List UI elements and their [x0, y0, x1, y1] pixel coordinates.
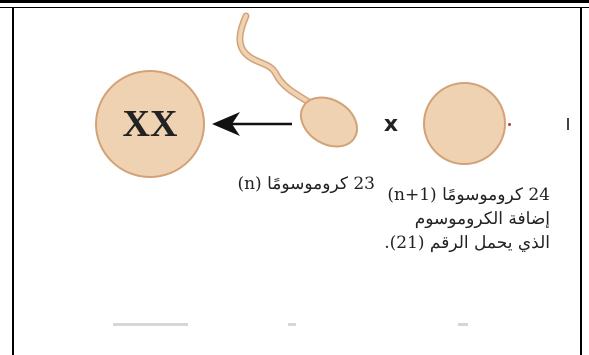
- faint-mark-3: [458, 323, 468, 326]
- faint-mark-1: [113, 323, 188, 326]
- sperm-label: 23 كروموسومًا (n): [200, 172, 375, 196]
- egg-label-line-3: الذي يحمل الرقم (21).: [370, 231, 550, 255]
- faint-mark-2: [288, 323, 296, 326]
- egg-label-line-2: إضافة الكروموسوم: [370, 207, 550, 231]
- arrow: [212, 112, 292, 136]
- cross-symbol: x: [376, 110, 406, 140]
- sperm-cell: [240, 16, 366, 157]
- egg-label-line-1: 24 كروموسومًا (n+1): [370, 183, 550, 207]
- egg-mark: [508, 123, 511, 126]
- egg-cell: [423, 82, 506, 165]
- egg-label: 24 كروموسومًا (n+1) إضافة الكروموسوم الذ…: [370, 183, 550, 255]
